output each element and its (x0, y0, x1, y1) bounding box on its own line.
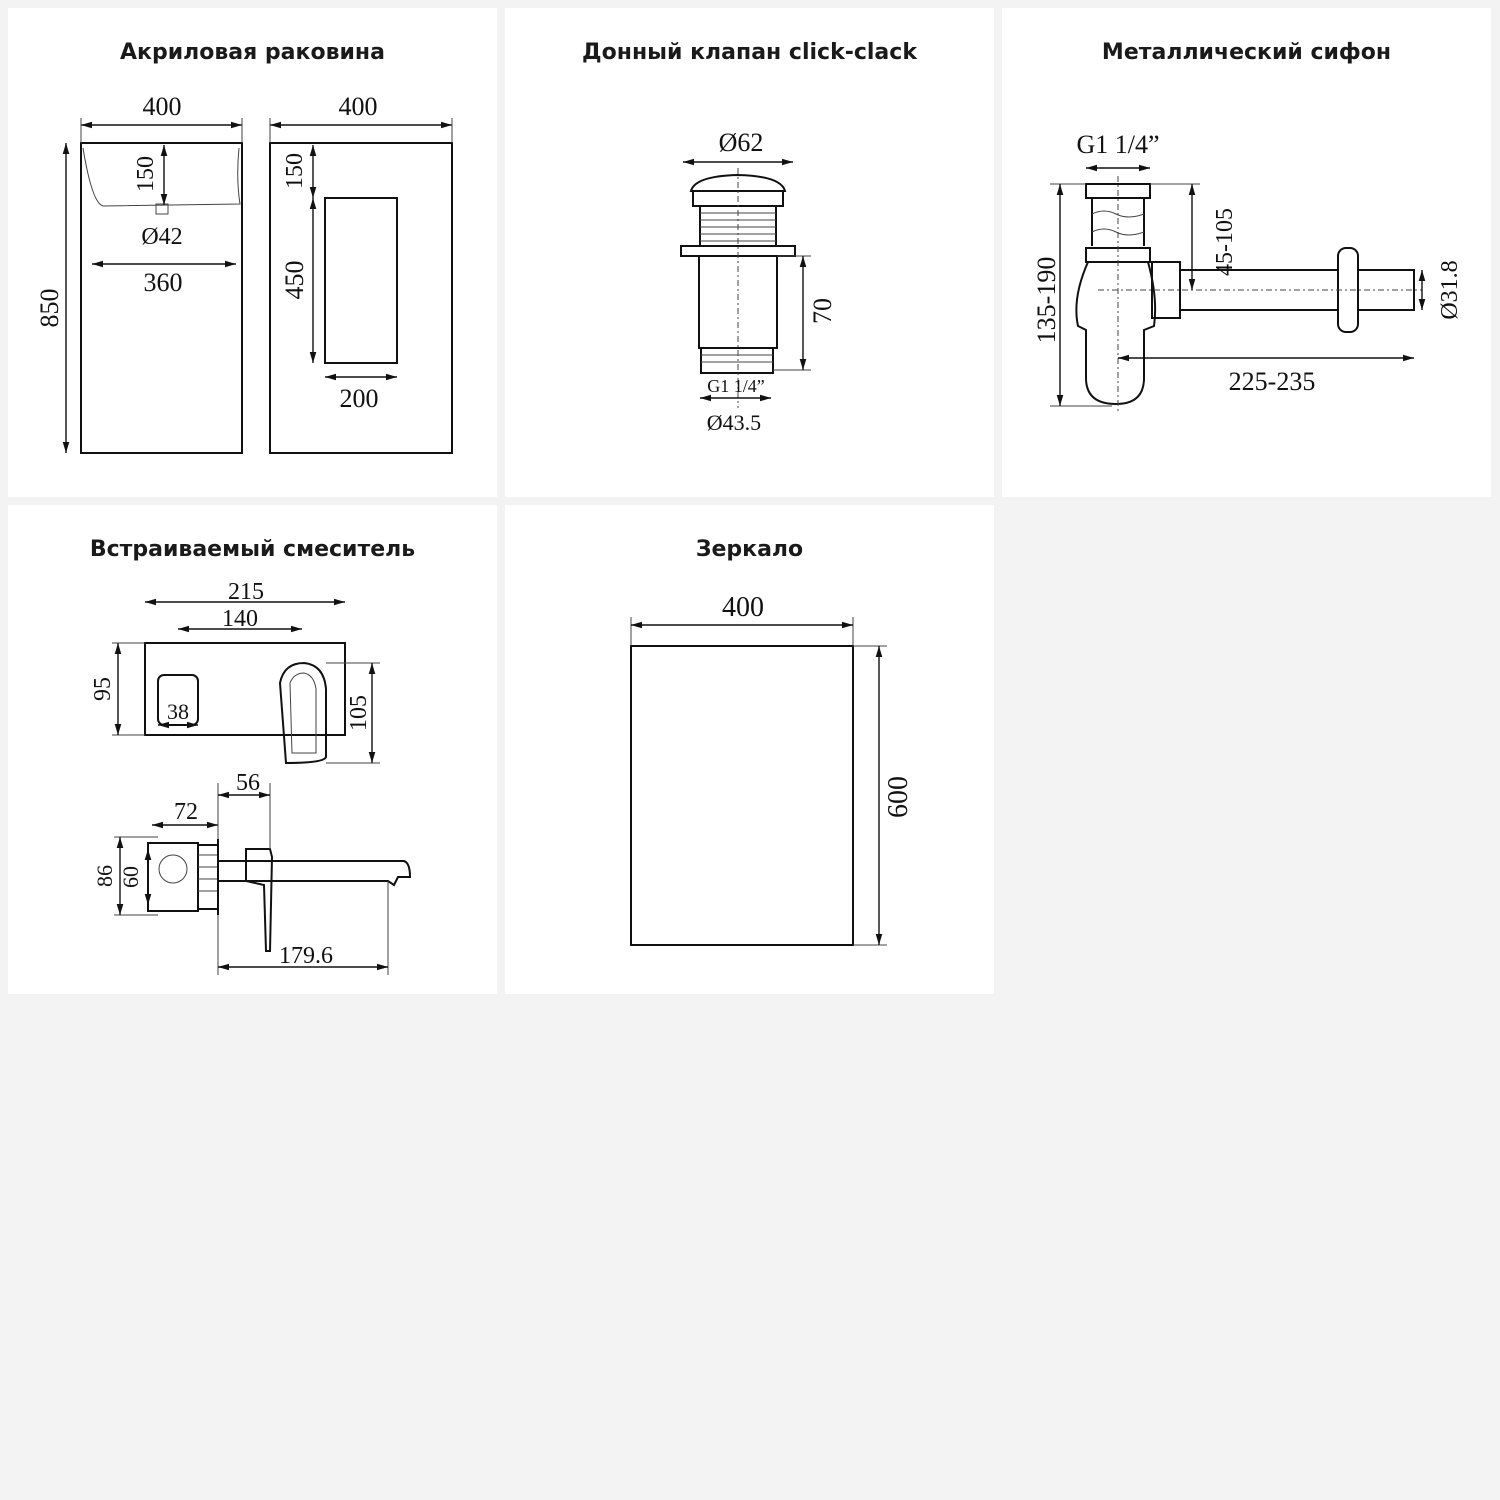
mixer-plate (144, 642, 346, 736)
siphon-bottle (1075, 261, 1157, 406)
dim-height: 135-190 (1032, 257, 1061, 344)
dim-niche-width: 200 (340, 384, 379, 413)
mirror-drawing: 400 600 (630, 592, 914, 946)
dim-height: 850 (35, 289, 64, 328)
dim-inlet-range: 45-105 (1212, 208, 1238, 276)
dim-inner-width: 360 (144, 268, 183, 297)
sink-bowl (82, 147, 241, 207)
panel-title: Донный клапан click-clack (582, 40, 917, 65)
panel-metal-siphon: Металлический сифон G1 1/4” 135-190 45-1… (1002, 8, 1491, 497)
mixer-handle-side (245, 848, 274, 952)
sink-front-body (80, 142, 243, 454)
dim-pipe-diameter: Ø31.8 (1437, 260, 1463, 319)
dim-flange: 86 (92, 865, 117, 887)
panel-title: Зеркало (695, 537, 804, 562)
panel-built-in-mixer: Встраиваемый смеситель 215 140 95 105 38 (8, 505, 497, 994)
sink-side-body (269, 142, 453, 454)
panel-mirror: Зеркало 400 600 (505, 505, 994, 994)
mixer-spout-inner (289, 672, 317, 754)
dim-width: 215 (228, 579, 264, 605)
siphon-drawing: G1 1/4” 135-190 45-105 Ø31.8 225-235 (1032, 130, 1463, 412)
panel-click-clack-drain: Донный клапан click-clack Ø62 70 G1 1/4”… (505, 8, 994, 497)
dim-pipe-diameter: Ø43.5 (707, 410, 761, 435)
dim-bowl-depth: 150 (133, 156, 159, 192)
drain-cap (689, 173, 787, 192)
dim-niche-height: 450 (280, 261, 309, 300)
panel-title: Металлический сифон (1101, 40, 1392, 65)
mixer-spout-front (278, 661, 327, 765)
sink-drawing: 400 850 150 Ø42 360 400 150 450 200 (35, 92, 453, 454)
drain-drawing: Ø62 70 G1 1/4” Ø43.5 (680, 128, 837, 435)
dim-height: 70 (808, 298, 837, 324)
sink-niche (324, 197, 398, 364)
dim-thread: G1 1/4” (1076, 130, 1159, 159)
dim-thread: G1 1/4” (707, 376, 765, 396)
drain-thread-lower (700, 347, 774, 374)
dim-body: 60 (118, 866, 143, 888)
panel-title: Акриловая раковина (120, 40, 385, 65)
dim-side-width: 400 (339, 92, 378, 121)
dim-front-width: 400 (143, 92, 182, 121)
dim-axis-distance: 140 (222, 606, 258, 632)
mirror-body (630, 645, 854, 946)
dim-plate-height: 95 (90, 677, 116, 701)
mixer-body-side (147, 842, 199, 912)
mixer-drawing: 215 140 95 105 38 72 56 86 (90, 579, 412, 975)
dim-width: 400 (722, 592, 764, 623)
dim-spout-height: 105 (346, 695, 372, 731)
mixer-cartridge (158, 854, 188, 884)
siphon-inlet-pipe (1091, 198, 1145, 246)
dim-projection: 72 (174, 799, 198, 825)
dim-drain-diameter: Ø42 (141, 224, 182, 250)
panel-title: Встраиваемый смеситель (89, 537, 416, 562)
panel-acrylic-sink: Акриловая раковина 400 850 150 Ø42 360 4… (8, 8, 497, 497)
siphon-break-lines (1091, 210, 1145, 236)
siphon-outlet-pipe (1179, 269, 1339, 311)
dim-cap-diameter: Ø62 (719, 128, 764, 157)
dim-lever-width: 38 (167, 699, 189, 724)
dim-outlet-length: 225-235 (1229, 367, 1316, 396)
siphon-outlet-end (1357, 269, 1415, 311)
mixer-spout-side (217, 860, 412, 887)
dim-body-depth: 56 (236, 770, 260, 796)
siphon-top-nut (1085, 183, 1151, 199)
dim-spout-length: 179.6 (279, 943, 333, 969)
dim-height: 600 (883, 776, 914, 818)
dim-side-top: 150 (282, 153, 308, 189)
